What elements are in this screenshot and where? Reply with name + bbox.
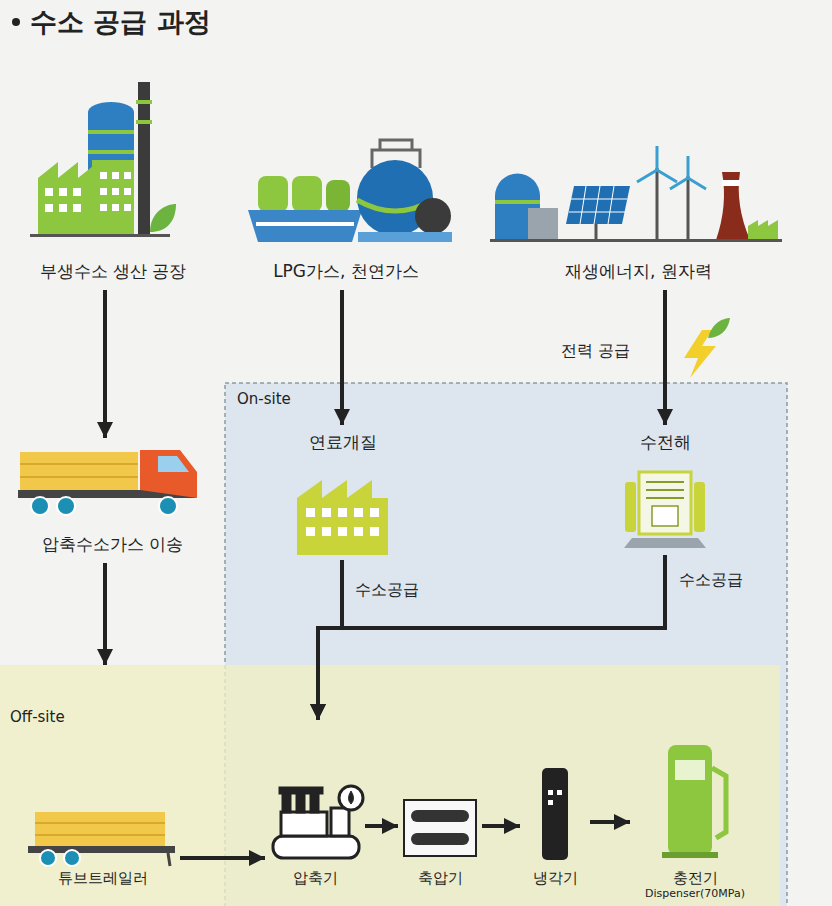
flow-arrow — [318, 560, 342, 720]
flow-arrow — [103, 290, 107, 438]
flow-arrow — [340, 290, 344, 425]
node-label: 압축기 — [293, 870, 338, 887]
flow-arrow — [663, 290, 667, 425]
node-sublabel: Dispenser(70MPa) — [645, 888, 745, 901]
node-label: LPG가스, 천연가스 — [273, 262, 419, 282]
edge-label: 전력 공급 — [558, 341, 633, 361]
equipment-icon: 충전기Dispenser(70MPa) — [630, 738, 760, 903]
flow-arrow — [318, 555, 665, 720]
flow-arrow — [103, 563, 107, 665]
flow-arrow — [180, 856, 265, 860]
node-label: 축압기 — [418, 870, 463, 887]
transport-icon: 압축수소가스 이송 — [15, 438, 210, 563]
node-label: 냉각기 — [533, 870, 578, 887]
node-label: 수전해 — [640, 433, 691, 453]
source-icon: 재생에너지, 원자력 — [486, 130, 791, 290]
process-icon: 연료개질 — [285, 425, 400, 560]
flow-arrow — [482, 824, 520, 828]
node-label: On-site — [237, 391, 291, 408]
edge-label: 수소공급 — [676, 570, 746, 590]
node-label: 튜브트레일러 — [58, 870, 148, 887]
equipment-icon: 냉각기 — [520, 760, 590, 895]
region-band: On-site 연료개질 수전해 — [225, 383, 787, 906]
source-icon: LPG가스, 천연가스 — [236, 120, 456, 290]
flow-arrow — [365, 824, 398, 828]
node-label: 충전기 — [673, 870, 718, 887]
node-label: 연료개질 — [309, 433, 377, 453]
process-icon: 수전해 — [610, 425, 720, 555]
source-icon: 부생수소 생산 공장 — [18, 75, 208, 290]
node-label: Off-site — [10, 709, 65, 726]
node-label: 부생수소 생산 공장 — [40, 262, 187, 282]
equipment-icon: 축압기 — [398, 790, 482, 895]
region-band: Off-site 튜브트레일러 압축기 축압기 냉각기 충전기Dispenser(70MP… — [0, 665, 780, 906]
node-label: 재생에너지, 원자력 — [565, 262, 712, 282]
node-label: 압축수소가스 이송 — [42, 535, 183, 555]
title: 수소 공급 과정 — [30, 4, 211, 40]
edge-label: 수소공급 — [352, 580, 422, 600]
equipment-icon: 튜브트레일러 — [25, 798, 180, 898]
equipment-icon: 압축기 — [265, 720, 365, 895]
flow-arrow — [590, 820, 630, 824]
